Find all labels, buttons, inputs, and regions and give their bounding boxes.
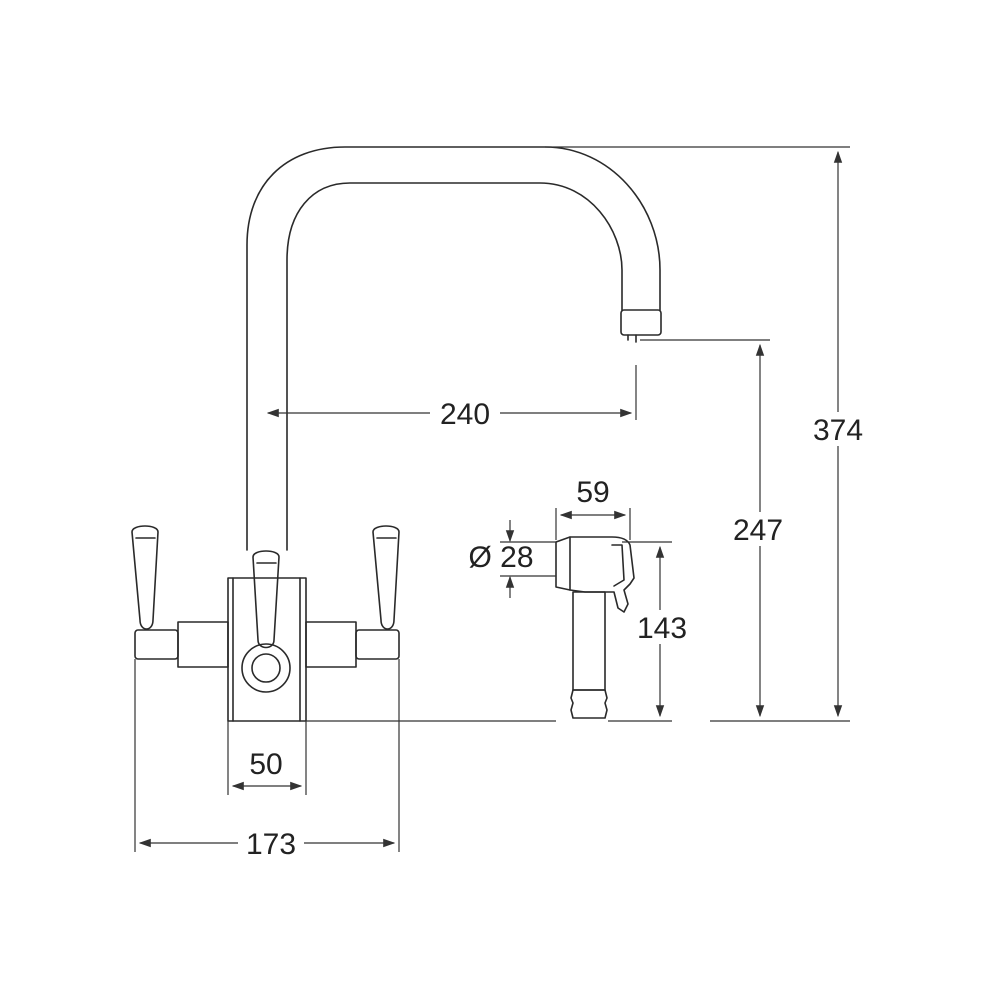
body-block — [227, 577, 307, 722]
dim-outlet-height: 247 — [733, 514, 783, 547]
spray-handle — [572, 591, 606, 691]
right-arm — [305, 621, 357, 668]
hand-spray — [555, 536, 635, 719]
lever-boss-inner — [251, 653, 281, 683]
left-lever — [131, 525, 159, 630]
dim-body-width: 50 — [249, 748, 282, 781]
dim-spout-reach: 240 — [440, 398, 490, 431]
dim-spray-diameter: Ø 28 — [468, 541, 533, 574]
dim-spout-height: 374 — [813, 414, 863, 447]
dimension-lines — [134, 146, 850, 852]
spray-connector — [570, 689, 608, 719]
left-collar — [134, 629, 179, 660]
left-arm — [177, 621, 229, 668]
dim-overall-width: 173 — [246, 828, 296, 861]
center-lever — [252, 550, 280, 649]
right-collar — [355, 629, 400, 660]
dim-spray-height: 143 — [637, 612, 687, 645]
right-lever — [372, 525, 400, 630]
dim-spray-width: 59 — [576, 476, 609, 509]
mixer-tap — [131, 146, 662, 722]
spout-inner — [286, 182, 623, 551]
lever-boss-outer — [241, 643, 291, 693]
dimension-labels: 374 247 240 143 59 Ø 28 50 173 — [238, 396, 870, 861]
aerator — [620, 309, 662, 336]
